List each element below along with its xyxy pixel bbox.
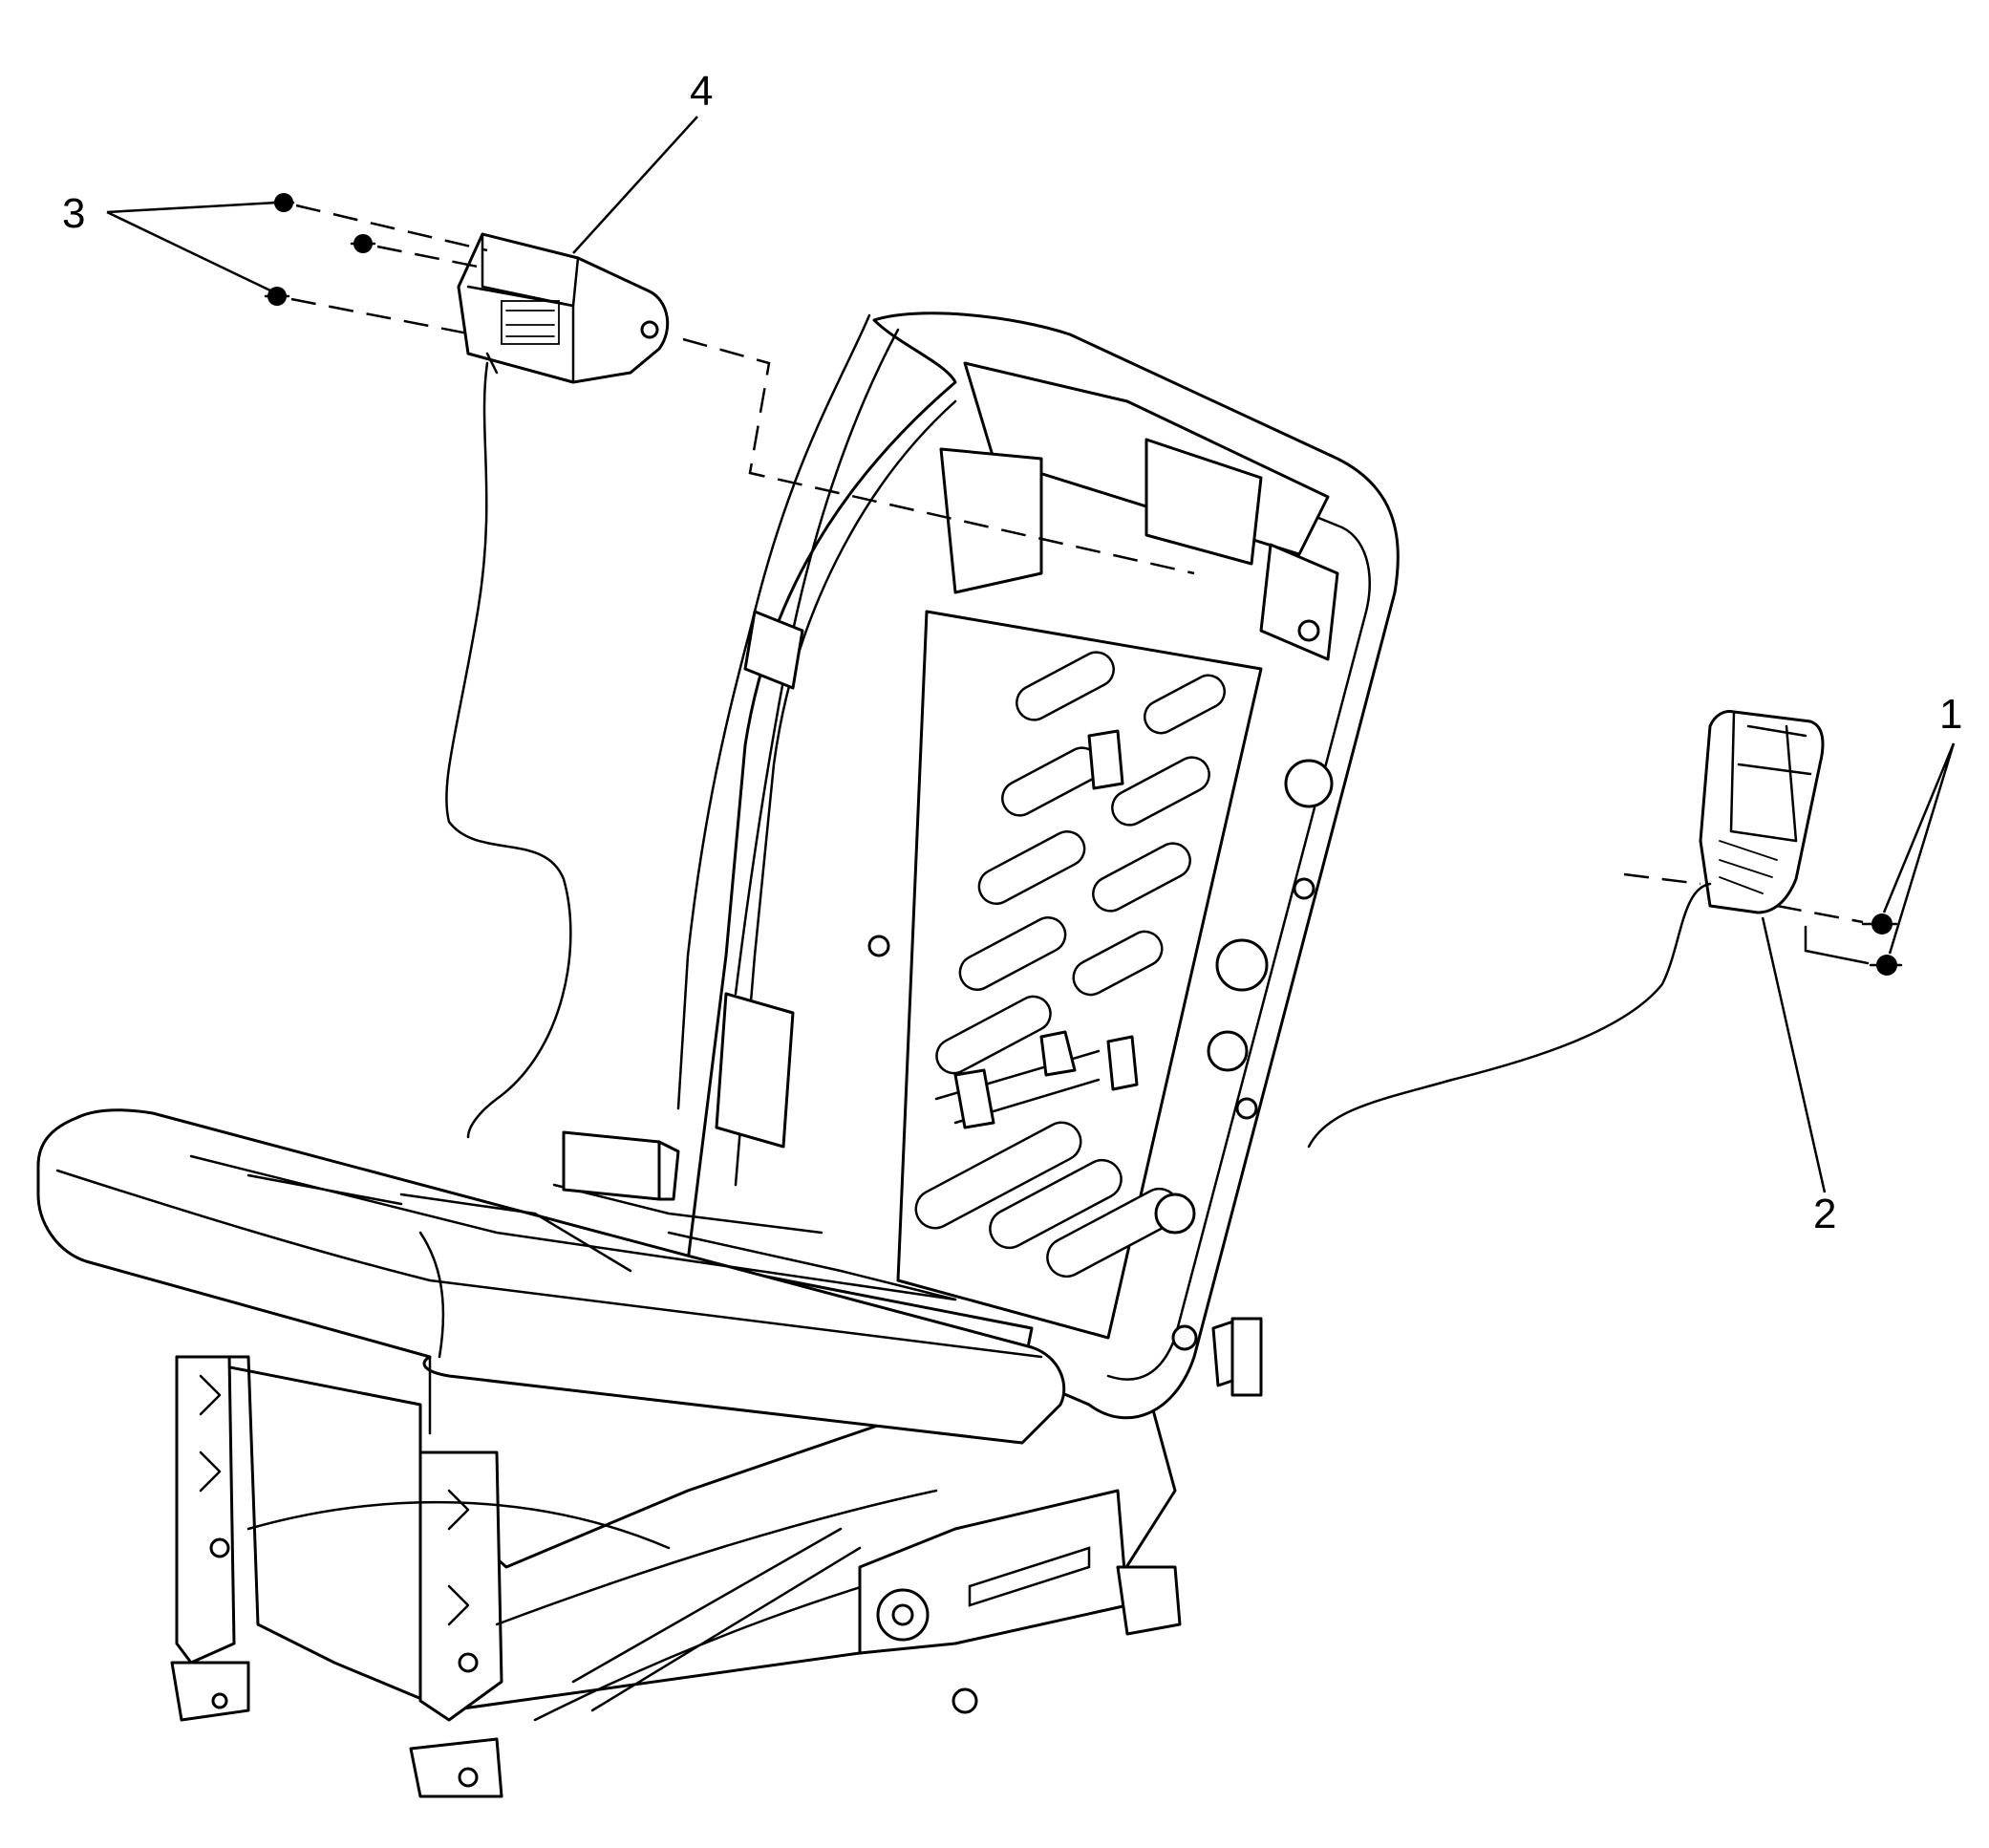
back-panel-slots	[914, 651, 1226, 1279]
seat-belt-webbing	[676, 313, 900, 1149]
part-2-module	[1699, 710, 1825, 914]
fastener-1a	[1861, 913, 1898, 935]
callout-1-label: 1	[1939, 691, 1962, 738]
callout-2: 2	[1761, 916, 1836, 1237]
callout-1: 1	[1882, 691, 1962, 955]
part-4-cable	[445, 361, 572, 1139]
fastener-3b	[350, 234, 376, 253]
part-4-install-path	[682, 337, 1195, 575]
part-2-cable	[1307, 882, 1712, 1149]
part-1-fasteners	[1776, 904, 1903, 976]
part-3-fasteners	[264, 193, 488, 336]
seat-riser-frame	[170, 1355, 1182, 1798]
seat-back-frame	[686, 312, 1400, 1420]
seat-cushion	[36, 1108, 1066, 1445]
callout-4: 4	[572, 68, 713, 254]
callout-3-label: 3	[62, 190, 85, 237]
part-4-module	[457, 232, 670, 384]
callout-2-label: 2	[1813, 1191, 1836, 1237]
fastener-1b	[1869, 955, 1903, 976]
callout-3: 3	[62, 190, 278, 293]
callout-4-label: 4	[690, 68, 713, 115]
